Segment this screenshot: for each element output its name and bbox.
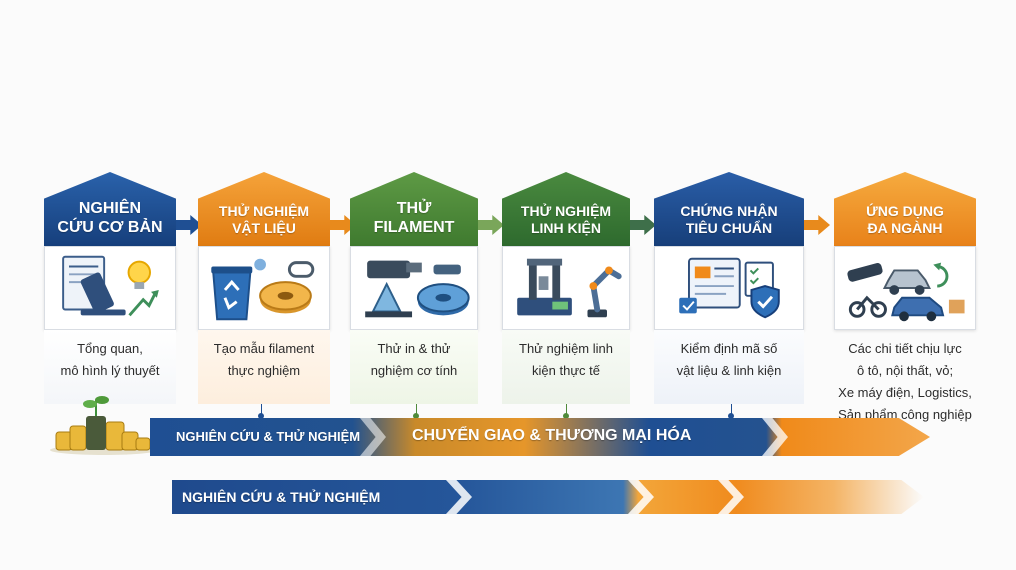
stage-2-description: Tạo mẫu filament thực nghiệm bbox=[198, 330, 330, 404]
stage-6-header: Ứng dụng đa ngành bbox=[834, 172, 976, 246]
timeline-bar-primary bbox=[150, 418, 930, 456]
stage-6-icon-card bbox=[834, 246, 976, 330]
stage-1-title: Nghiên cứu cơ bản bbox=[57, 199, 163, 236]
stage-2-icon-card bbox=[198, 246, 330, 330]
robot-arm-testing-icon bbox=[517, 258, 622, 318]
stage-5-desc-line: vật liệu & linh kiện bbox=[676, 363, 782, 378]
stage-1-header: Nghiên cứu cơ bản bbox=[44, 172, 176, 246]
stage-1-desc-line: Tổng quan, bbox=[77, 341, 143, 356]
stage-4-description: Thử nghiệm linh kiện thực tế bbox=[502, 330, 630, 404]
timeline-bar-secondary bbox=[172, 480, 924, 514]
connector-arrow bbox=[804, 215, 830, 235]
stage-2-header: Thử nghiệm vật liệu bbox=[198, 172, 330, 246]
research-microscope-icon bbox=[62, 255, 159, 317]
connector-arrow bbox=[176, 215, 202, 235]
stage-3-desc-line: nghiệm cơ tính bbox=[370, 363, 458, 378]
stage-5-icon-card bbox=[654, 246, 804, 330]
stage-1-desc-line: mô hình lý thuyết bbox=[60, 363, 160, 378]
stage-5-title: Chứng nhận tiêu chuẩn bbox=[680, 203, 778, 237]
stage-1-description: Tổng quan, mô hình lý thuyết bbox=[44, 330, 176, 404]
stage-4-title: Thử nghiệm linh kiện bbox=[520, 203, 612, 237]
stage-5-header: Chứng nhận tiêu chuẩn bbox=[654, 172, 804, 246]
timeline-label-research: Nghiên cứu & thử nghiệm bbox=[176, 429, 361, 444]
marker-dot bbox=[563, 413, 569, 419]
stage-5-description: Kiểm định mã số vật liệu & linh kiện bbox=[654, 330, 804, 404]
marker-dot bbox=[258, 413, 264, 419]
stage-6-description: Các chi tiết chịu lực ô tô, nội thất, vỏ… bbox=[834, 334, 976, 422]
stage-2-title: Thử nghiệm vật liệu bbox=[218, 203, 310, 237]
connector-arrow bbox=[478, 215, 504, 235]
vehicles-application-icon bbox=[847, 262, 965, 322]
stage-6-desc-line: Xe máy điện, Logistics, bbox=[838, 385, 972, 400]
coins-plant-icon bbox=[50, 396, 158, 455]
stage-2-desc-line: thực nghiệm bbox=[227, 363, 301, 378]
marker-line bbox=[416, 404, 417, 418]
stage-4-header: Thử nghiệm linh kiện bbox=[502, 172, 630, 246]
stage-3-description: Thử in & thử nghiệm cơ tính bbox=[350, 330, 478, 404]
timeline-label-research-2: Nghiên cứu & thử nghiệm bbox=[182, 489, 381, 505]
stage-3-header: Thử filament bbox=[350, 172, 478, 246]
stage-4-icon-card bbox=[502, 246, 630, 330]
stage-3-desc-line: Thử in & thử bbox=[377, 341, 451, 356]
stage-4-desc-line: kiện thực tế bbox=[532, 363, 600, 378]
marker-line bbox=[566, 404, 567, 418]
connector-arrow bbox=[630, 215, 656, 235]
3d-printer-filament-icon bbox=[365, 260, 470, 318]
stage-6-title: Ứng dụng đa ngành bbox=[866, 203, 944, 237]
timeline-label-transfer: Chuyển giao & thương mại hóa bbox=[412, 427, 692, 444]
certificate-shield-icon bbox=[679, 257, 780, 319]
recycling-material-icon bbox=[211, 258, 315, 321]
stage-6-desc-line: Các chi tiết chịu lực bbox=[848, 341, 962, 356]
stage-3-icon-card bbox=[350, 246, 478, 330]
marker-dot bbox=[413, 413, 419, 419]
marker-dot bbox=[728, 413, 734, 419]
stage-6-desc-line: ô tô, nội thất, vỏ; bbox=[856, 363, 954, 378]
marker-line bbox=[261, 404, 262, 418]
stage-3-title: Thử filament bbox=[373, 199, 455, 236]
stage-4-desc-line: Thử nghiệm linh bbox=[519, 341, 613, 356]
connector-arrow bbox=[330, 215, 356, 235]
marker-line bbox=[731, 404, 732, 418]
stage-2-desc-line: Tạo mẫu filament bbox=[213, 341, 315, 356]
stage-5-desc-line: Kiểm định mã số bbox=[680, 341, 778, 356]
stage-1-icon-card bbox=[44, 246, 176, 330]
